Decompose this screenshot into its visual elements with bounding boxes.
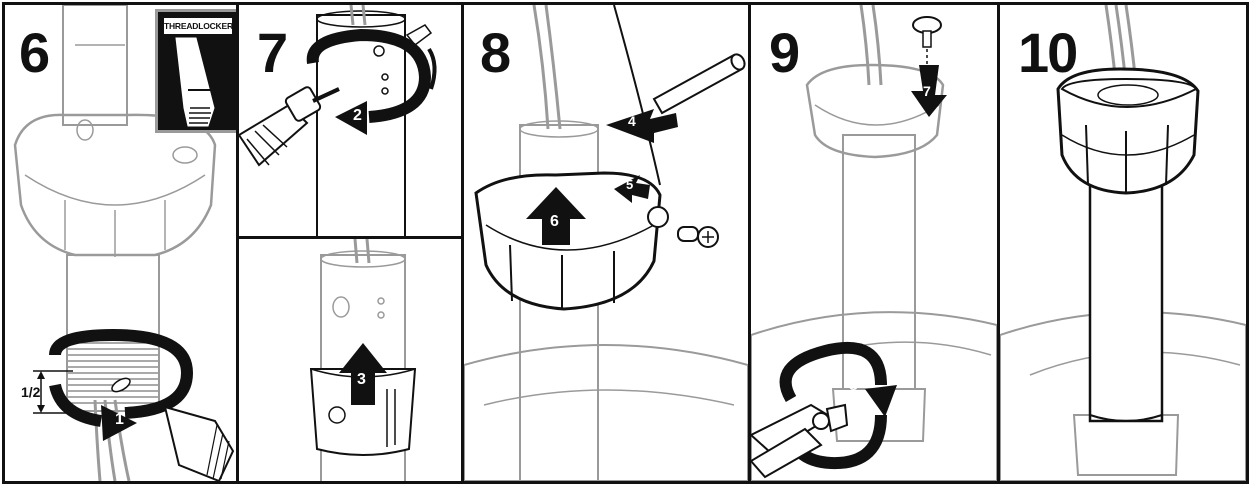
arrow-label-2: 2 (353, 107, 362, 124)
arrow-label-7: 7 (923, 83, 931, 99)
step-7-illustration (239, 5, 437, 236)
step-8-illustration (464, 5, 748, 481)
step-7-panel: 7 2 (236, 2, 464, 239)
step-number: 8 (480, 21, 511, 84)
step-6-illustration (13, 5, 235, 481)
threadlocker-badge: THREADLOCKER (155, 9, 236, 133)
arrow-label-4: 4 (628, 113, 636, 129)
step-9-illustration (751, 5, 997, 481)
arrow-label-3: 3 (357, 371, 366, 388)
arrow-label-8: 8 (849, 377, 858, 394)
step-6-panel: 6 1/2 1 THREADLOCKER (2, 2, 239, 484)
step-10-illustration (1000, 5, 1246, 481)
threadlocker-bottle-icon (175, 37, 215, 127)
measure-label: 1/2 (21, 384, 41, 400)
arrow-label-1: 1 (115, 411, 124, 428)
arrow-label-5: 5 (626, 177, 634, 192)
step-10-panel: 10 (997, 2, 1249, 484)
step-9-panel: 9 7 8 (748, 2, 1000, 484)
step-number: 10 (1018, 21, 1078, 84)
arrow-label-6: 6 (550, 213, 559, 230)
step-8-panel: 8 4 5 6 (461, 2, 751, 484)
step-number: 7 (257, 21, 288, 84)
step-7-lower-panel: 3 (236, 236, 464, 484)
step-7-lower-illustration (309, 239, 417, 481)
threadlocker-label: THREADLOCKER (164, 18, 233, 34)
step-number: 6 (19, 21, 50, 84)
step-number: 9 (769, 21, 800, 84)
